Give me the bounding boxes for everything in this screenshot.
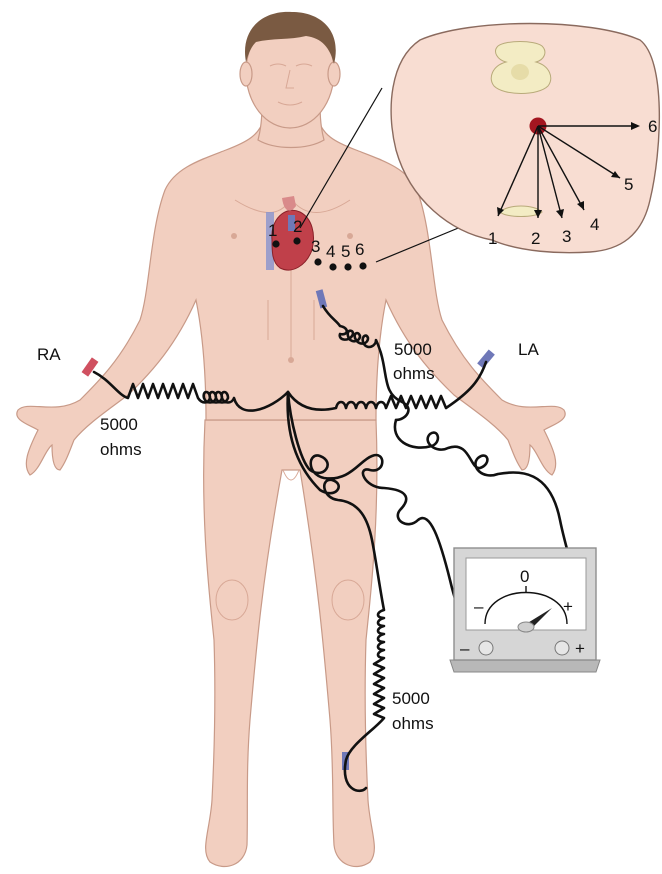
inset-lead-4: 4 <box>590 215 599 234</box>
inset-lead-6: 6 <box>648 117 657 136</box>
la-electrode <box>477 349 495 369</box>
chest-electrode-5: 5 <box>341 242 350 261</box>
chest-electrode-strip-right <box>266 212 274 270</box>
ra-label: RA <box>37 345 61 364</box>
la-label: LA <box>518 340 539 359</box>
resistor-right-arm-value: 5000 <box>100 415 138 434</box>
chest-electrode-strip-left <box>288 215 295 231</box>
meter-zero-label: 0 <box>520 567 529 586</box>
inset-lead-1: 1 <box>488 229 497 248</box>
sternum <box>499 205 543 217</box>
meter-terminal-minus <box>478 640 494 656</box>
heart <box>266 196 314 271</box>
callout-line-upper <box>299 87 383 229</box>
chest-electrode-6: 6 <box>355 240 364 259</box>
meter-dial <box>484 591 568 625</box>
chest-electrode-1: 1 <box>268 221 277 240</box>
inset-lead-5: 5 <box>624 175 633 194</box>
resistor-leg-unit: ohms <box>392 714 434 733</box>
callout-line-lower <box>375 223 469 263</box>
chest-cross-section-inset: 1 2 3 4 5 6 <box>390 22 660 254</box>
meter-terminal-plus-label: + <box>575 639 585 658</box>
meter-minus-label: – <box>474 597 484 616</box>
meter-terminal-minus-label: – <box>460 639 470 658</box>
meter-plus-label: + <box>563 597 573 616</box>
chest-electrode-2: 2 <box>293 217 302 236</box>
ra-electrode <box>81 357 99 377</box>
resistor-left-arm-value: 5000 <box>394 340 432 359</box>
chest-electrodes: 1 2 3 4 5 6 <box>268 217 367 271</box>
chest-lead-electrode <box>315 289 328 309</box>
wires <box>92 304 584 793</box>
inset-lead-2: 2 <box>531 229 540 248</box>
lead-vectors <box>497 122 640 219</box>
chest-electrode-3: 3 <box>311 237 320 256</box>
hair <box>245 11 336 64</box>
inset-lead-3: 3 <box>562 227 571 246</box>
chest-electrode-4: 4 <box>326 242 335 261</box>
resistor-leg-value: 5000 <box>392 689 430 708</box>
human-body <box>16 11 566 867</box>
resistor-left-arm-unit: ohms <box>393 364 435 383</box>
resistor-right-arm-unit: ohms <box>100 440 142 459</box>
voltmeter: 0 – + – + <box>449 547 601 673</box>
meter-terminal-plus <box>554 640 570 656</box>
